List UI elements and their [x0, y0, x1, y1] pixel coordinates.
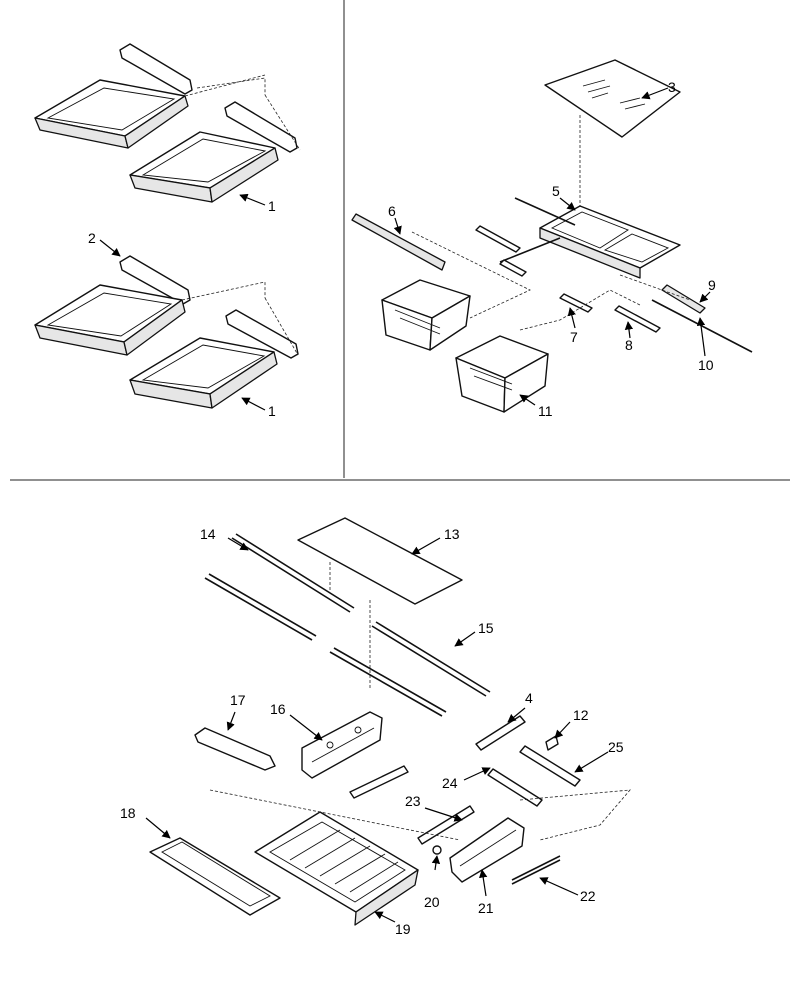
slide-bracket-16: [301, 711, 383, 779]
label-part-25: 25: [608, 739, 624, 755]
label-part-8: 8: [625, 337, 633, 353]
label-part-5: 5: [552, 183, 560, 199]
label-part-1-lower: 1: [268, 403, 276, 419]
label-part-4: 4: [525, 690, 533, 706]
shelf-front-17: [194, 727, 276, 771]
label-part-6: 6: [388, 203, 396, 219]
label-part-10: 10: [698, 357, 714, 373]
panel-dividers: [10, 0, 790, 481]
label-part-7: 7: [570, 329, 578, 345]
label-part-19: 19: [395, 921, 411, 937]
label-part-12: 12: [573, 707, 589, 723]
crisper-drawer-left: [381, 279, 471, 351]
label-part-2: 2: [88, 230, 96, 246]
pan-19: [254, 811, 419, 926]
label-part-22: 22: [580, 888, 596, 904]
label-part-18: 18: [120, 805, 136, 821]
rails-14-15: [204, 533, 491, 717]
label-part-13: 13: [444, 526, 460, 542]
shelf-group-lower: [34, 255, 299, 409]
label-part-9: 9: [708, 277, 716, 293]
label-part-23: 23: [405, 793, 421, 809]
slide-parts: [349, 715, 581, 885]
label-part-16: 16: [270, 701, 286, 717]
drawer-front-18: [149, 837, 281, 916]
label-part-20: 20: [424, 894, 440, 910]
label-part-21: 21: [478, 900, 494, 916]
shelf-group-upper: [34, 43, 301, 203]
label-part-17: 17: [230, 692, 246, 708]
rail-6: [351, 213, 446, 271]
label-part-3: 3: [668, 79, 676, 95]
crisper-drawer-right: [455, 335, 549, 413]
label-part-11: 11: [538, 403, 553, 419]
label-part-1-upper: 1: [268, 198, 276, 214]
label-part-14: 14: [200, 526, 216, 542]
label-part-24: 24: [442, 775, 458, 791]
glass-cover-13: [297, 517, 463, 690]
crisper-frame: [499, 197, 681, 279]
glass-cover-top: [544, 59, 681, 215]
label-part-15: 15: [478, 620, 494, 636]
